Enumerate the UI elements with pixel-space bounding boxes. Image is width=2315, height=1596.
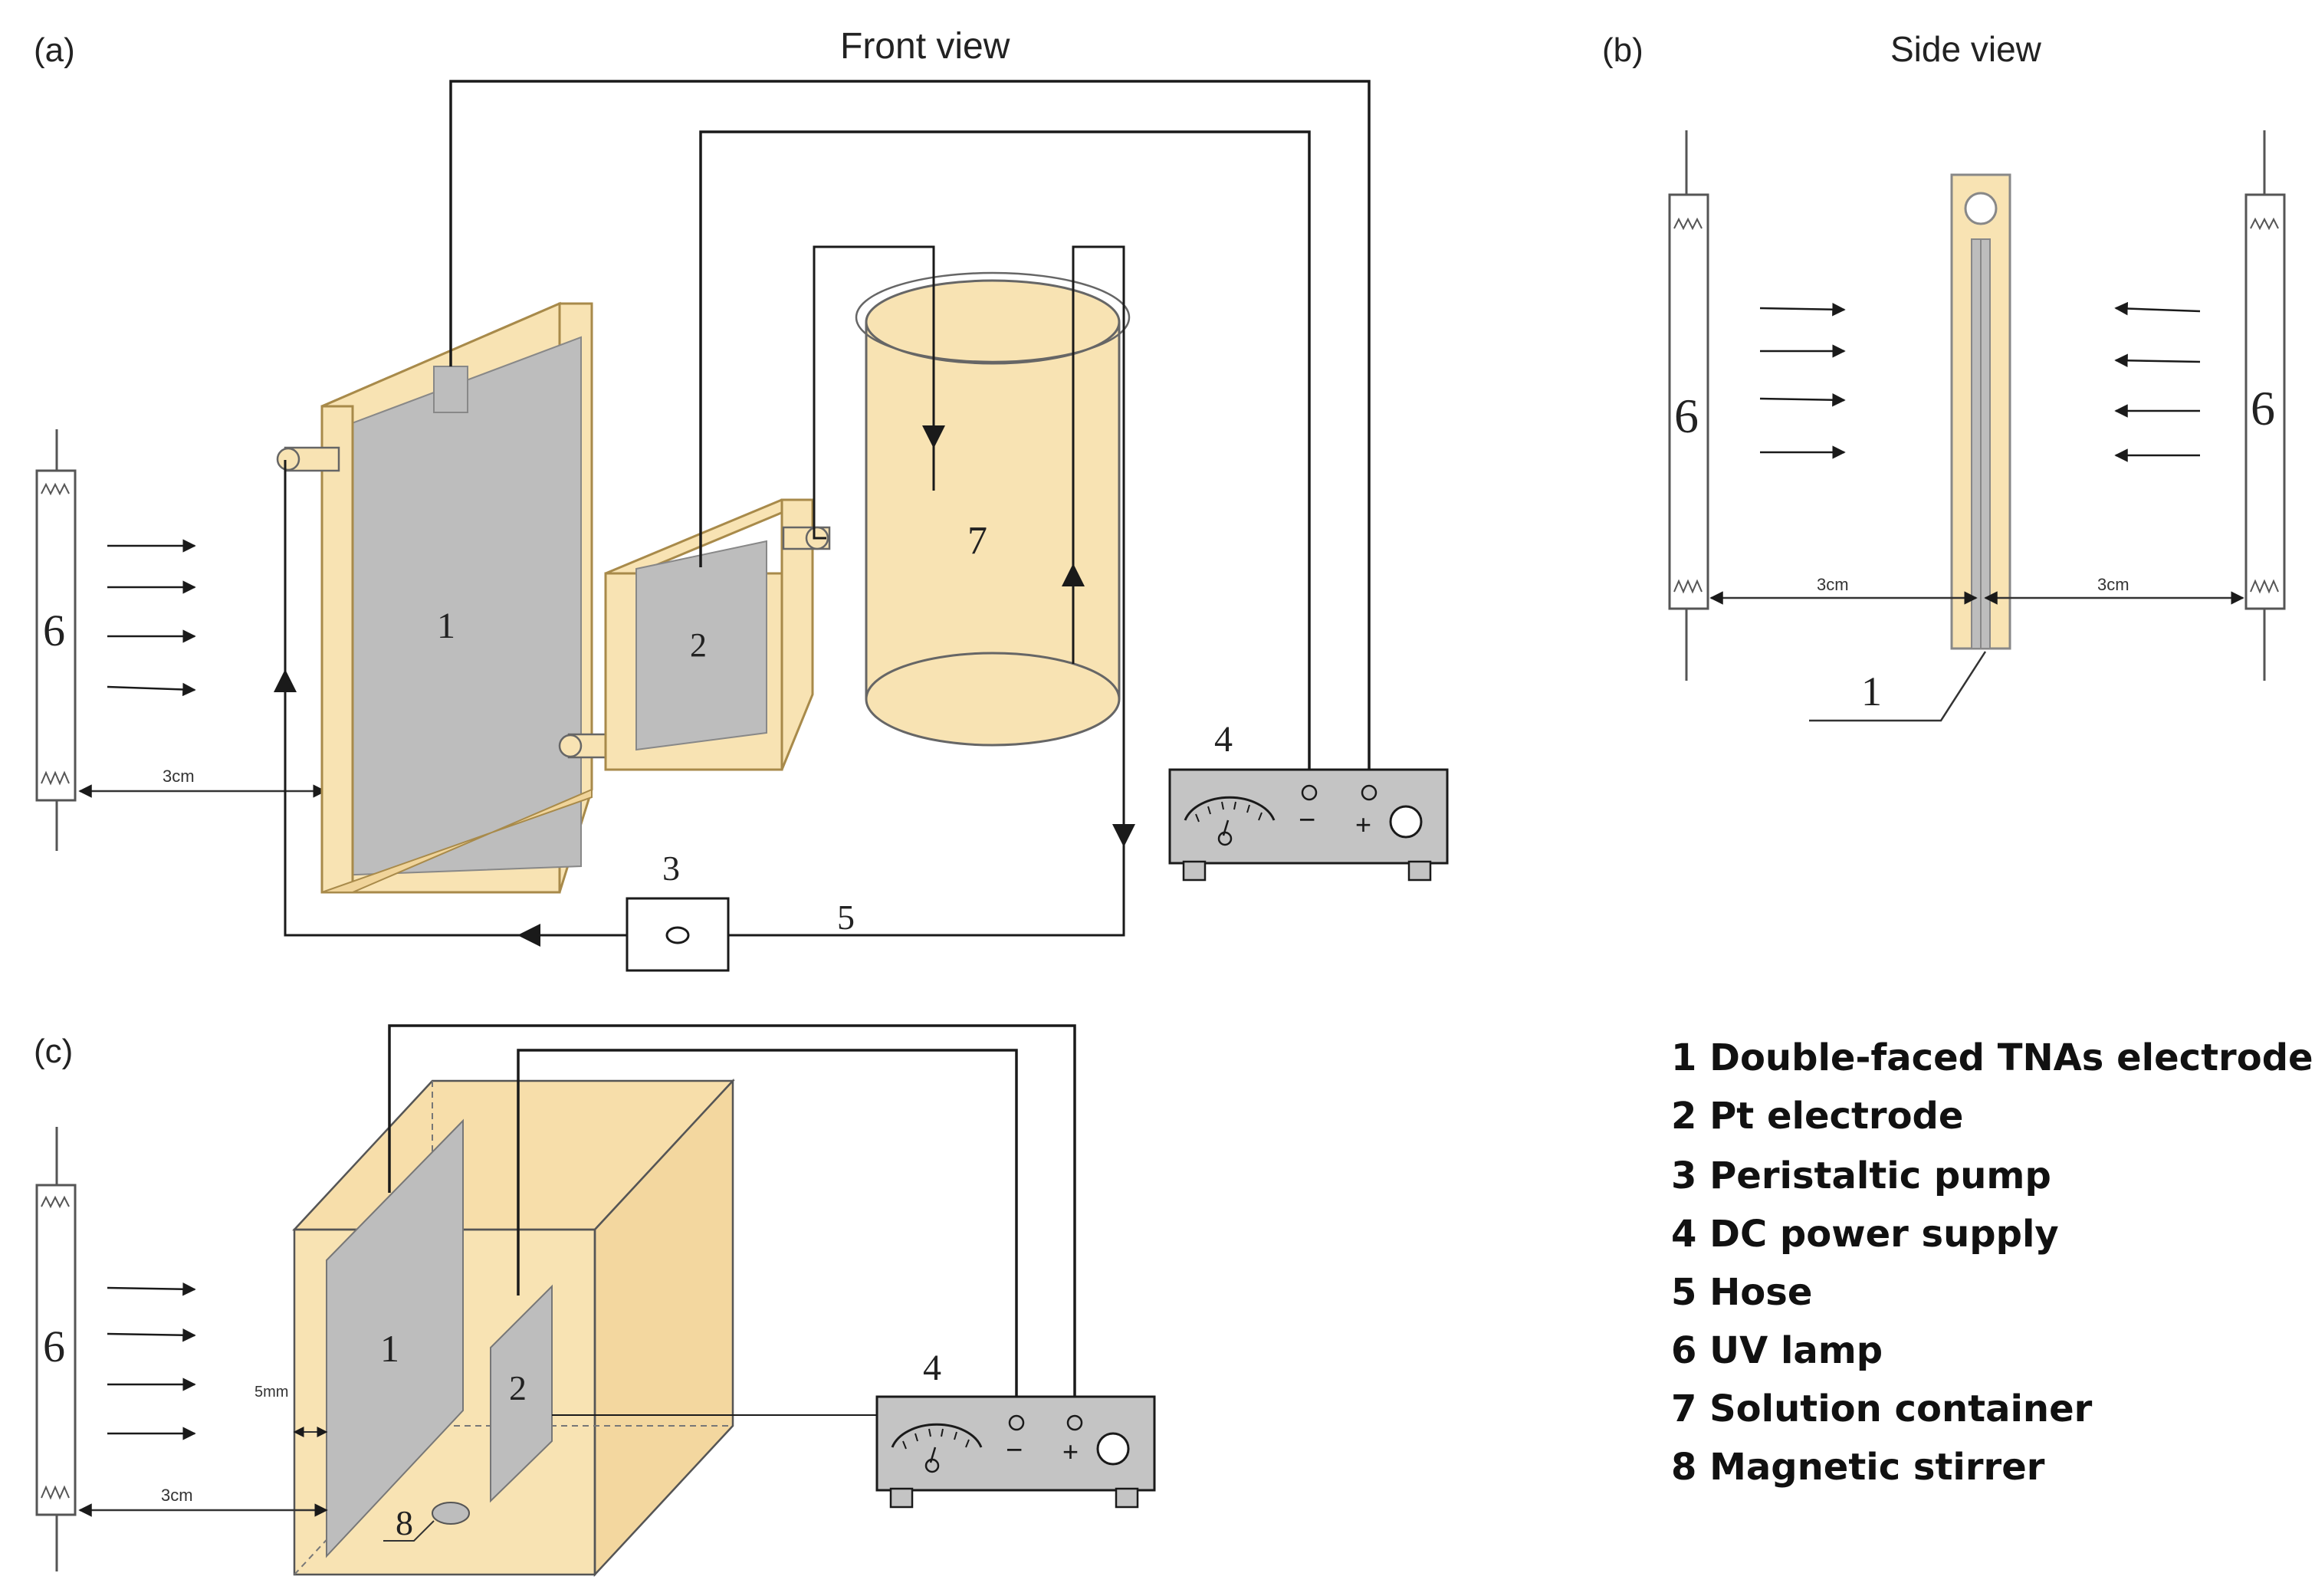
wires-a bbox=[449, 80, 1371, 787]
dial-meter-icon bbox=[1184, 796, 1276, 846]
panel-c: (c) 6 1 bbox=[34, 1024, 1156, 1578]
uv-lamp-icon: 6 bbox=[35, 429, 77, 851]
tnas-electrode-label: 1 bbox=[437, 606, 455, 646]
panel-c-letter: (c) bbox=[34, 1033, 73, 1070]
pt-electrode-a: 2 bbox=[604, 498, 831, 771]
legend-item: 6 UV lamp bbox=[1671, 1329, 1883, 1372]
legend: 1 Double-faced TNAs electrode 2 Pt elect… bbox=[1671, 1036, 2313, 1489]
reactor-box: 1 2 8 bbox=[292, 1078, 735, 1578]
leader-line bbox=[1809, 651, 1987, 722]
light-ray-arrow-icon bbox=[107, 539, 196, 697]
dc-power-supply-a: − + 4 bbox=[1168, 719, 1449, 882]
plus-terminal: + bbox=[1062, 1436, 1079, 1467]
uv-lamp-label: 6 bbox=[1674, 389, 1699, 443]
legend-item: 3 Peristaltic pump bbox=[1671, 1154, 2051, 1197]
dimension-label: 3cm bbox=[2097, 575, 2129, 594]
tnas-electrode-label: 1 bbox=[1861, 668, 1882, 714]
uv-lamp-label: 6 bbox=[2251, 381, 2275, 435]
power-supply-label: 4 bbox=[923, 1348, 941, 1388]
tnas-electrode-side bbox=[1950, 173, 2011, 650]
dc-power-supply-c: − + 4 bbox=[875, 1348, 1156, 1509]
stirrer-label: 8 bbox=[396, 1503, 413, 1542]
tnas-electrode-a: 1 bbox=[276, 301, 624, 894]
power-supply-label: 4 bbox=[1214, 719, 1233, 760]
legend-item: 2 Pt electrode bbox=[1671, 1095, 1963, 1138]
uv-lamp-label: 6 bbox=[43, 606, 65, 655]
panel-a-letter: (a) bbox=[34, 31, 75, 69]
peristaltic-pump: 3 5 bbox=[626, 849, 855, 972]
legend-item: 5 Hose bbox=[1671, 1271, 1812, 1314]
minus-terminal: − bbox=[1299, 804, 1315, 836]
solution-container: 7 bbox=[855, 271, 1131, 747]
plus-terminal: + bbox=[1355, 809, 1371, 840]
dial-meter-icon bbox=[891, 1423, 983, 1473]
legend-item: 1 Double-faced TNAs electrode bbox=[1671, 1036, 2313, 1079]
legend-item: 7 Solution container bbox=[1671, 1387, 2093, 1430]
pt-electrode-label: 2 bbox=[690, 626, 707, 664]
pump-label: 3 bbox=[662, 849, 680, 888]
panel-a: (a) Front view 6 3cm bbox=[34, 26, 1449, 972]
panel-b-letter: (b) bbox=[1602, 31, 1643, 69]
container-label: 7 bbox=[967, 519, 987, 563]
panel-b-title: Side view bbox=[1890, 29, 2042, 69]
light-ray-arrow-icon bbox=[107, 1282, 196, 1440]
uv-lamp-icon: 6 bbox=[35, 1127, 77, 1571]
dimension-label: 3cm bbox=[1817, 575, 1849, 594]
dimension-label: 3cm bbox=[161, 1486, 193, 1505]
pt-electrode-label: 2 bbox=[509, 1368, 527, 1407]
hose-label: 5 bbox=[837, 898, 855, 937]
legend-item: 8 Magnetic stirrer bbox=[1671, 1446, 2045, 1489]
panel-a-title: Front view bbox=[840, 26, 1010, 67]
gap-dimension-label: 5mm bbox=[254, 1384, 288, 1401]
tnas-electrode-label: 1 bbox=[380, 1327, 399, 1370]
legend-item: 4 DC power supply bbox=[1671, 1213, 2059, 1256]
flow-tubes bbox=[274, 245, 1135, 947]
light-ray-arrow-icon bbox=[1759, 301, 2201, 462]
uv-lamp-icon: 6 bbox=[1668, 130, 1709, 681]
uv-lamp-icon: 6 bbox=[2244, 130, 2286, 681]
panel-b: (b) Side view 6 6 bbox=[1602, 29, 2286, 722]
uv-lamp-label: 6 bbox=[43, 1322, 65, 1371]
minus-terminal: − bbox=[1006, 1434, 1023, 1466]
dimension-label: 3cm bbox=[163, 767, 195, 786]
